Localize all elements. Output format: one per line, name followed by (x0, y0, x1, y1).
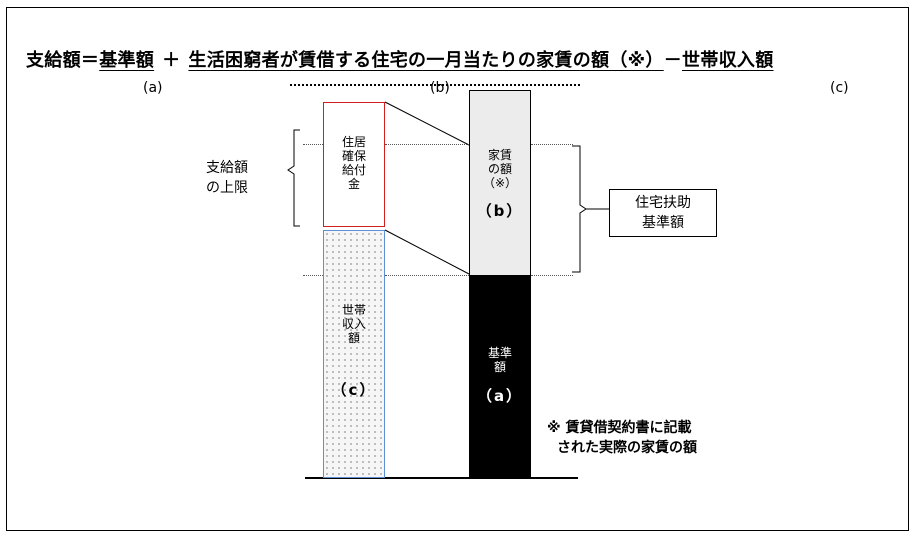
diagram-frame (6, 7, 909, 531)
housing-aid-bracket (572, 145, 587, 273)
diag-lower (384, 229, 470, 275)
formula-term-b: 生活困窮者が賃借する住宅の一月当たりの家賃の額（※） (188, 50, 664, 71)
rent-marker: （b） (476, 202, 524, 220)
limit-bracket (287, 129, 300, 227)
income-marker: （c） (331, 381, 377, 399)
benefit-label: 住居 確保 給付 金 (341, 135, 366, 191)
base-column (469, 276, 531, 478)
income-label: 世帯 収入 額 (341, 303, 366, 345)
formula: 支給額＝基準額 ＋ 生活困窮者が賃借する住宅の一月当たりの家賃の額（※）－世帯収入額 (26, 46, 774, 72)
diag-upper (384, 101, 470, 146)
marker-a: (a) (143, 80, 163, 96)
formula-term-c: 世帯収入額 (682, 50, 774, 71)
formula-plus: ＋ (162, 50, 181, 71)
rent-column (469, 90, 531, 276)
formula-term-a: 基準額 (99, 50, 155, 71)
base-label: 基準 額 (487, 346, 512, 374)
benefit-column (323, 102, 385, 227)
formula-minus: － (663, 50, 683, 71)
dot-line-m2 (385, 275, 469, 276)
formula-lhs: 支給額＝ (26, 50, 100, 71)
housing-aid-box: 住宅扶助 基準額 (609, 189, 717, 237)
marker-c: (c) (830, 80, 849, 96)
base-marker: （a） (476, 387, 524, 405)
dot-line-l1 (303, 144, 323, 145)
income-column (323, 230, 385, 478)
footnote: ※ 賃貸借契約書に記載 された実際の家賃の額 (547, 420, 697, 456)
dot-line-m1 (385, 144, 469, 145)
dot-line-l2 (303, 275, 323, 276)
dot-line-r2 (531, 275, 573, 276)
dot-line-r1 (531, 144, 573, 145)
top-dotted-line (290, 84, 580, 86)
limit-label: 支給額 の上限 (206, 160, 248, 196)
rent-label: 家賃 の額 （※） (482, 148, 518, 190)
